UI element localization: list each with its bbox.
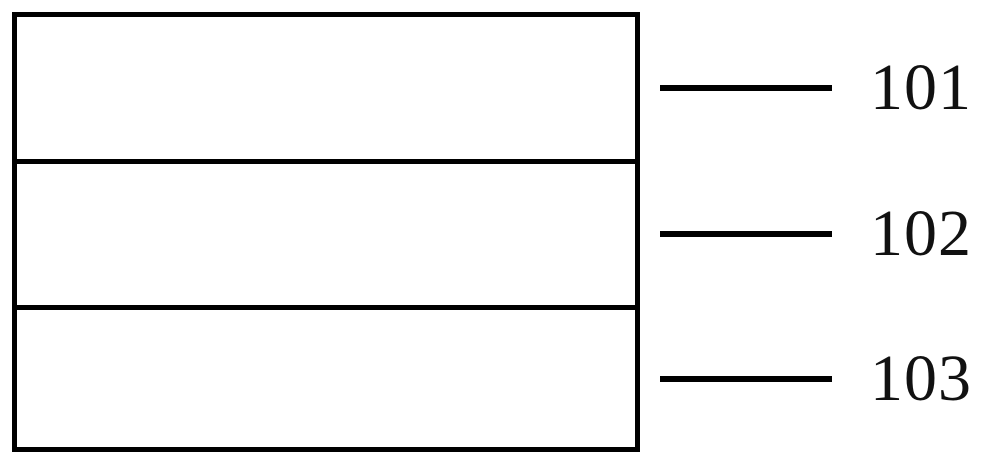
layer-stack	[12, 12, 640, 452]
layer-102	[17, 164, 635, 310]
leader-line-102-icon	[660, 231, 832, 237]
callout-label-101: 101	[870, 51, 972, 124]
layer-101	[17, 17, 635, 164]
callout-label-102: 102	[870, 197, 972, 270]
callout-label-103: 103	[870, 342, 972, 415]
leader-line-101-icon	[660, 85, 832, 91]
callout-102: 102	[660, 194, 972, 274]
callout-101: 101	[660, 48, 972, 128]
leader-line-103-icon	[660, 376, 832, 382]
layer-103	[17, 310, 635, 447]
callout-103: 103	[660, 339, 972, 419]
